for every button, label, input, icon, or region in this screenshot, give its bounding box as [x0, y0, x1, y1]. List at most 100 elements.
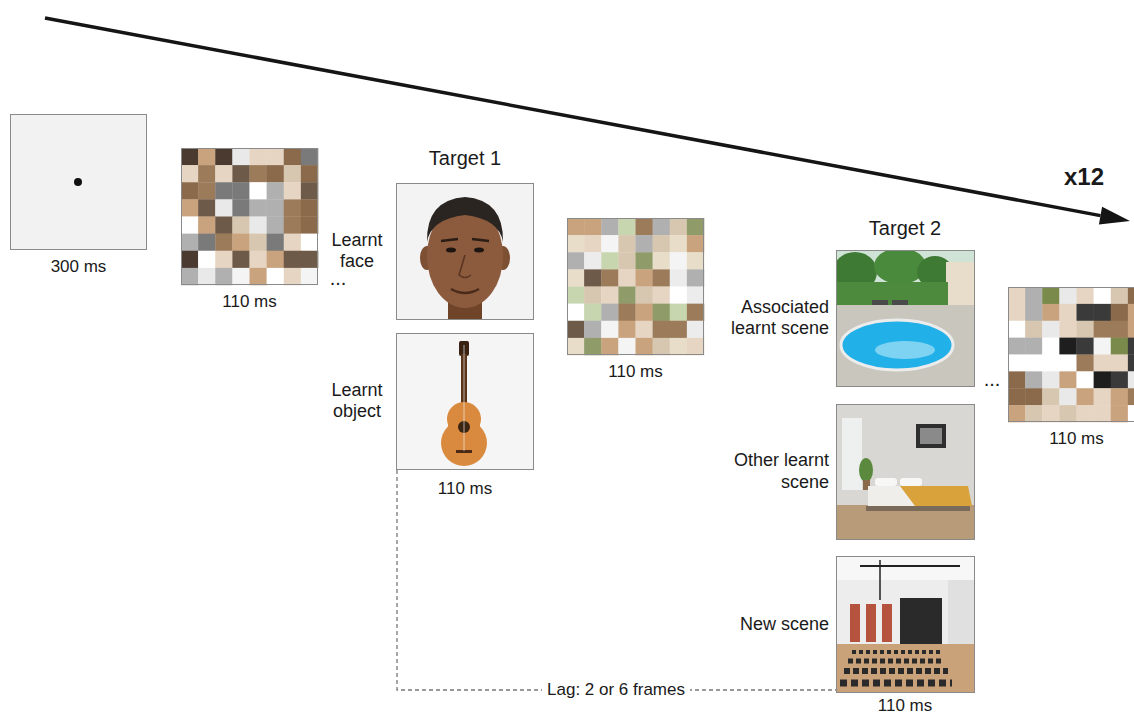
- mask-tile: [198, 234, 215, 251]
- mask-tile: [215, 165, 232, 182]
- mask-tile: [653, 269, 670, 286]
- mask-tile: [198, 182, 215, 199]
- mask-tile: [653, 252, 670, 269]
- target-frame: Learnt face: [396, 183, 534, 320]
- stimulus-label: Associated learnt scene: [707, 297, 829, 340]
- mask-tile: [687, 252, 704, 269]
- mask-tile: [1008, 321, 1025, 338]
- mask-tile: [232, 199, 249, 216]
- mask-tile: [267, 165, 284, 182]
- mask-tile: [215, 217, 232, 234]
- mask-tile: [687, 321, 704, 338]
- mask-tile: [1077, 388, 1094, 405]
- mask-tile: [1077, 304, 1094, 321]
- face-picture: [396, 183, 534, 320]
- mask-tile: [250, 182, 267, 199]
- mask-tile: [1042, 355, 1059, 372]
- mask-tile: [653, 338, 670, 355]
- mask-tile: [618, 235, 635, 252]
- target-heading: Target 1: [429, 146, 501, 170]
- target-heading: Target 2: [869, 216, 941, 240]
- mask-tile: [1059, 355, 1076, 372]
- mask-tile: [181, 148, 198, 165]
- continuation-dots: ...: [984, 367, 1001, 391]
- duration-label: 110 ms: [222, 292, 277, 312]
- mask-tile: [1008, 371, 1025, 388]
- timeline-arrow: [45, 18, 1130, 224]
- mask-tile: [267, 217, 284, 234]
- mask-tile: [198, 251, 215, 268]
- mask-tile: [618, 321, 635, 338]
- mask-tile: [267, 199, 284, 216]
- mask-tile: [198, 268, 215, 285]
- mask-tile: [181, 182, 198, 199]
- mask-tile: [636, 218, 653, 235]
- mask-tile: [653, 304, 670, 321]
- mask-tile: [1059, 321, 1076, 338]
- mask-tile: [567, 218, 584, 235]
- mask-tile: [1059, 388, 1076, 405]
- mask-tile: [1128, 338, 1134, 355]
- duration-label: 300 ms: [51, 257, 107, 277]
- mask-tile: [1059, 405, 1076, 422]
- mask-tile: [601, 218, 618, 235]
- mask-tile: [636, 252, 653, 269]
- mask-tile: [215, 182, 232, 199]
- mask-tile: [1025, 405, 1042, 422]
- mask-tile: [1111, 338, 1128, 355]
- mask-tile: [1008, 338, 1025, 355]
- duration-label: 110 ms: [878, 696, 933, 716]
- mask-tile: [1008, 355, 1025, 372]
- mask-tile: [1008, 405, 1025, 422]
- mask-tile: [584, 269, 601, 286]
- mask-tile: [567, 269, 584, 286]
- mask-tile: [1025, 321, 1042, 338]
- fixation-frame: [10, 114, 147, 250]
- mask-tile: [584, 338, 601, 355]
- mask-tile: [1025, 388, 1042, 405]
- scrambled-masks: [181, 148, 1134, 422]
- mask-tile: [1042, 338, 1059, 355]
- mask-tile: [1111, 371, 1128, 388]
- mask-tile: [567, 252, 584, 269]
- mask-tile: [1059, 287, 1076, 304]
- mask-tile: [301, 268, 318, 285]
- mask-tile: [1025, 371, 1042, 388]
- mask-tile: [198, 217, 215, 234]
- mask-tile: [250, 199, 267, 216]
- mask-tile: [1111, 304, 1128, 321]
- hall-scene-picture: [836, 556, 975, 693]
- duration-label: 110 ms: [438, 479, 493, 499]
- mask-tile: [250, 268, 267, 285]
- mask-tile: [584, 304, 601, 321]
- mask-tile: [232, 165, 249, 182]
- stimulus-label: Learnt face: [325, 230, 389, 273]
- mask-tile: [284, 217, 301, 234]
- mask-tile: [601, 252, 618, 269]
- bedroom-scene-picture: [836, 404, 975, 540]
- mask-tile: [618, 304, 635, 321]
- mask-tile: [567, 304, 584, 321]
- mask-tile: [1111, 287, 1128, 304]
- mask-tile: [284, 234, 301, 251]
- mask-tile: [1111, 321, 1128, 338]
- mask-tile: [1042, 287, 1059, 304]
- mask-frame: 110 ms: [567, 218, 704, 355]
- mask-tile: [1128, 304, 1134, 321]
- mask-tile: [181, 268, 198, 285]
- mask-tile: [1128, 287, 1134, 304]
- mask-tile: [232, 182, 249, 199]
- mask-tile: [601, 235, 618, 252]
- mask-tile: [267, 268, 284, 285]
- mask-tile: [618, 218, 635, 235]
- mask-tile: [215, 251, 232, 268]
- stimulus-label: New scene: [719, 614, 829, 636]
- mask-tile: [653, 218, 670, 235]
- mask-tile: [584, 235, 601, 252]
- mask-tile: [198, 165, 215, 182]
- lag-label: Lag: 2 or 6 frames: [542, 680, 690, 700]
- repeat-count: x12: [1064, 163, 1104, 192]
- mask-tile: [670, 287, 687, 304]
- mask-tile: [618, 338, 635, 355]
